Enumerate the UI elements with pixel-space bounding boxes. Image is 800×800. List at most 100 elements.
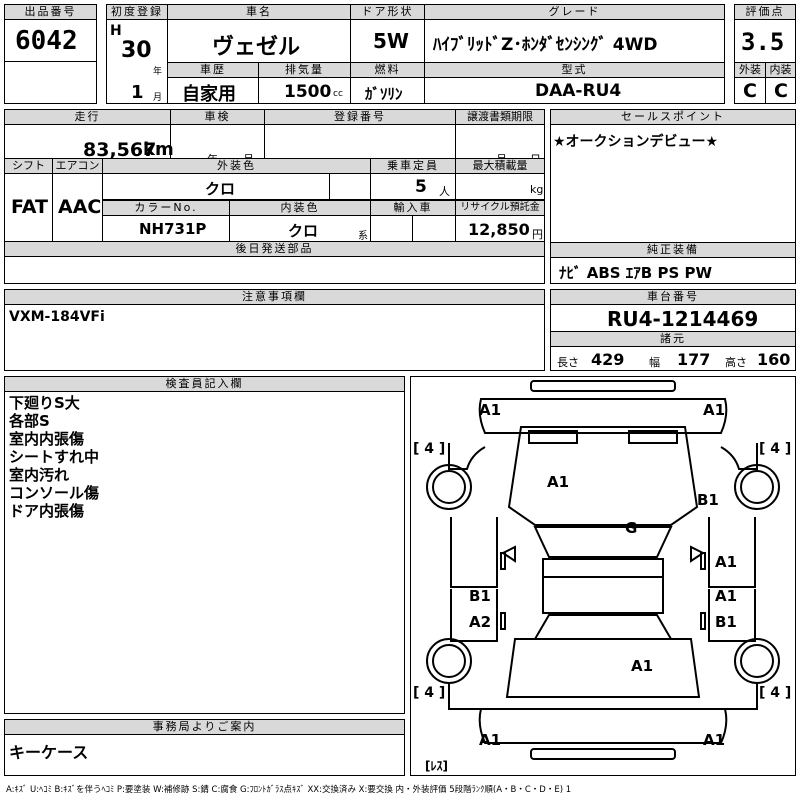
height: 160 [757, 350, 791, 369]
inspector-note: 各部S [9, 412, 50, 430]
lot-empty-cell [4, 61, 97, 104]
ext-color-cell: クロ [102, 173, 330, 200]
aircon-cell: AAC [52, 173, 103, 242]
caution-label: 注意事項欄 [4, 289, 545, 305]
dims-label: 諸元 [550, 331, 796, 347]
mileage-label: 走行 [4, 109, 171, 125]
aircon-label: エアコン [52, 158, 103, 174]
tire-right-front: [ 4 ] [759, 441, 792, 457]
tire-left-front: [ 4 ] [413, 441, 446, 457]
legend: A:ｷｽﾞ U:ﾍｺﾐ B:ｷｽﾞを伴うﾍｺﾐ P:要塗装 W:補修跡 S:錆 … [6, 785, 572, 795]
mark-rear-bumper-right: A1 [703, 731, 726, 749]
mark-door-left-rear-lower: A2 [469, 613, 492, 631]
office-cell: キーケース [4, 734, 405, 776]
lot-cell: 6042 [4, 19, 97, 62]
model-cell: DAA-RU4 [424, 77, 725, 104]
reg-month-unit: 月 [153, 93, 163, 103]
color-no: NH731P [139, 220, 207, 238]
score-label: 評価点 [734, 4, 796, 20]
displacement-label: 排気量 [258, 62, 351, 78]
sales-cell: ★オークションデビュー★ [550, 124, 796, 243]
import-label: 輸入車 [370, 200, 456, 216]
shift-label: シフト [4, 158, 53, 174]
load-label: 最大積載量 [455, 158, 545, 174]
era: H [110, 23, 122, 39]
exterior-grade: C [743, 80, 757, 102]
load-cell: kg [455, 173, 545, 200]
inspector-note: シートすれ中 [9, 448, 100, 466]
first-reg-label: 初度登録 [106, 4, 168, 20]
width: 177 [677, 350, 711, 369]
inspector-note: ドア内張傷 [9, 502, 85, 520]
recycle: 12,850 [468, 220, 530, 239]
dims-cell: 長さ 429 幅 177 高さ 160 [550, 346, 796, 371]
header-section: 出品番号 6042 初度登録 H 30 年 1 月 車名 ヴェゼル 車歴 自家用… [4, 4, 796, 105]
ext-color: クロ [205, 180, 236, 198]
displacement: 1500 [284, 82, 332, 102]
sales-label: セールスポイント [550, 109, 796, 125]
door-label: ドア形状 [350, 4, 425, 20]
int-color-label: 内装色 [229, 200, 371, 216]
interior-grade: C [774, 80, 788, 102]
color-no-cell: NH731P [102, 215, 230, 242]
mark-roof-rear: A1 [631, 657, 654, 675]
tire-right-rear: [ 4 ] [759, 685, 792, 701]
inspector-note: 室内汚れ [9, 466, 70, 484]
mileage-unit: km [143, 139, 174, 160]
reg-no-label: 登録番号 [264, 109, 456, 125]
recycle-cell: 12,850 円 [455, 215, 545, 242]
mark-door-right-rear-lower: B1 [715, 613, 737, 631]
sales-point: ★オークションデビュー★ [553, 134, 719, 150]
car-name: ヴェゼル [212, 35, 301, 60]
spec-section: 走行 車検 登録番号 譲渡書類期限 83,567 km 年 月 月 日 シフト … [4, 109, 545, 284]
car-name-cell: ヴェゼル [167, 19, 351, 63]
inspector-label: 検査員記入欄 [4, 376, 405, 392]
import-cell-2 [412, 215, 456, 242]
length-label: 長さ [557, 356, 579, 369]
capacity: 5 [415, 177, 427, 197]
import-cell [370, 215, 413, 242]
history-cell: 自家用 [167, 77, 259, 105]
inspector-cell: 下廻りS大 各部S 室内内張傷 シートすれ中 室内汚れ コンソール傷 ドア内張傷 [4, 391, 405, 714]
mark-front-bumper-left: A1 [479, 401, 502, 419]
interior-label: 内装 [765, 62, 796, 78]
score-cell: 3.5 [734, 19, 796, 63]
interior-cell: C [765, 77, 796, 104]
height-label: 高さ [725, 356, 747, 369]
width-label: 幅 [649, 356, 660, 369]
lot-number: 6042 [15, 26, 78, 56]
grade-label: グレード [424, 4, 725, 20]
reg-year-unit: 年 [153, 67, 163, 77]
shift-cell: FAT [4, 173, 53, 242]
car-name-label: 車名 [167, 4, 351, 20]
fuel-label: 燃料 [350, 62, 425, 78]
int-color-unit: 系 [358, 231, 368, 242]
reg-month: 1 [131, 82, 144, 103]
mileage: 83,567 [83, 139, 157, 161]
chassis-number: RU4-1214469 [607, 307, 759, 331]
displacement-unit: cc [333, 89, 343, 99]
capacity-unit: 人 [439, 185, 450, 198]
door-cell: 5W [350, 19, 425, 63]
transfer-label: 譲渡書類期限 [455, 109, 545, 125]
shift: FAT [11, 196, 48, 218]
history: 自家用 [182, 84, 236, 105]
mark-door-right-rear-upper: A1 [715, 587, 738, 605]
exterior-cell: C [734, 77, 766, 104]
mark-front-bumper-right: A1 [703, 401, 726, 419]
first-reg-cell: H 30 年 1 月 [106, 19, 168, 104]
model: DAA-RU4 [535, 81, 622, 101]
recycle-unit: 円 [532, 228, 543, 241]
mark-door-left-rear-upper: B1 [469, 587, 491, 605]
inspector-note: 下廻りS大 [9, 394, 80, 412]
caution-text: VXM-184VFi [9, 309, 105, 325]
int-color: クロ [288, 222, 319, 240]
chassis-label: 車台番号 [550, 289, 796, 305]
recycle-label: リサイクル預託金 [455, 200, 545, 216]
mark-windshield: G [625, 519, 638, 537]
ext-color-label: 外装色 [102, 158, 371, 174]
damage-diagram: [ 4 ] [ 4 ] [ 4 ] [ 4 ] A1 A1 A1 B1 G A1… [410, 376, 796, 776]
color-no-label: カラーNo. [102, 200, 230, 216]
caution-cell: VXM-184VFi [4, 304, 545, 371]
fuel: ｶﾞｿﾘﾝ [365, 85, 403, 103]
